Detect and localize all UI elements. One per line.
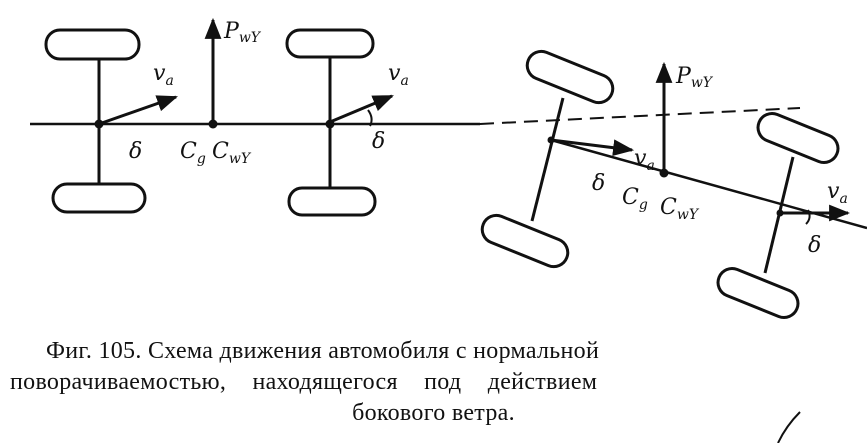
right-rear-velocity-label: va [827,179,848,207]
left-rear-velocity-label: va [388,61,409,89]
right-front-axle [530,97,565,222]
right-rear-right-wheel [716,267,800,319]
left-force-label: PwY [223,19,262,46]
right-front-axle-point [547,136,555,144]
left-front-velocity-label: va [153,61,174,89]
caption-line-2: поворачиваемостью, находящегося под дейс… [10,369,598,395]
right-rear-slip-label: δ [808,233,821,258]
left-front-left-wheel [44,28,141,61]
left-rear-slip-arc [367,109,373,127]
right-rear-slip-arc [805,209,811,225]
right-front-right-wheel [480,213,570,269]
left-vehicle-scheme [30,17,480,217]
left-rear-axle-point [325,119,335,129]
scan-mark [777,411,801,443]
caption-line-3: бокового ветра. [352,400,515,426]
left-cg-point [208,119,218,129]
right-front-slip-label: δ [592,171,605,196]
right-rear-left-wheel [756,112,840,164]
right-cwy-label: CwY [660,195,700,223]
right-cg-point [659,168,669,178]
left-front-velocity-arrow [98,95,178,126]
left-front-right-wheel [51,182,147,214]
right-front-velocity-label: va [634,146,655,174]
left-rear-right-wheel [287,186,377,217]
right-front-left-wheel [525,49,615,105]
caption-line-1: Фиг. 105. Схема движения автомобиля с но… [46,338,600,364]
right-cg-label: Cg [622,185,648,213]
right-reference-axis [479,107,801,125]
left-front-slip-label: δ [129,139,142,164]
left-rear-velocity-arrow [329,94,394,124]
left-cg-label: Cg [180,139,206,167]
right-vehicle-scheme [479,49,867,319]
left-cwy-label: CwY [212,139,252,167]
right-rear-axle-point [776,209,784,217]
left-front-axle-point [94,119,104,129]
right-force-label: PwY [675,64,714,91]
left-rear-slip-label: δ [372,129,385,154]
left-rear-left-wheel [285,28,375,59]
right-front-velocity-arrow [550,138,635,157]
